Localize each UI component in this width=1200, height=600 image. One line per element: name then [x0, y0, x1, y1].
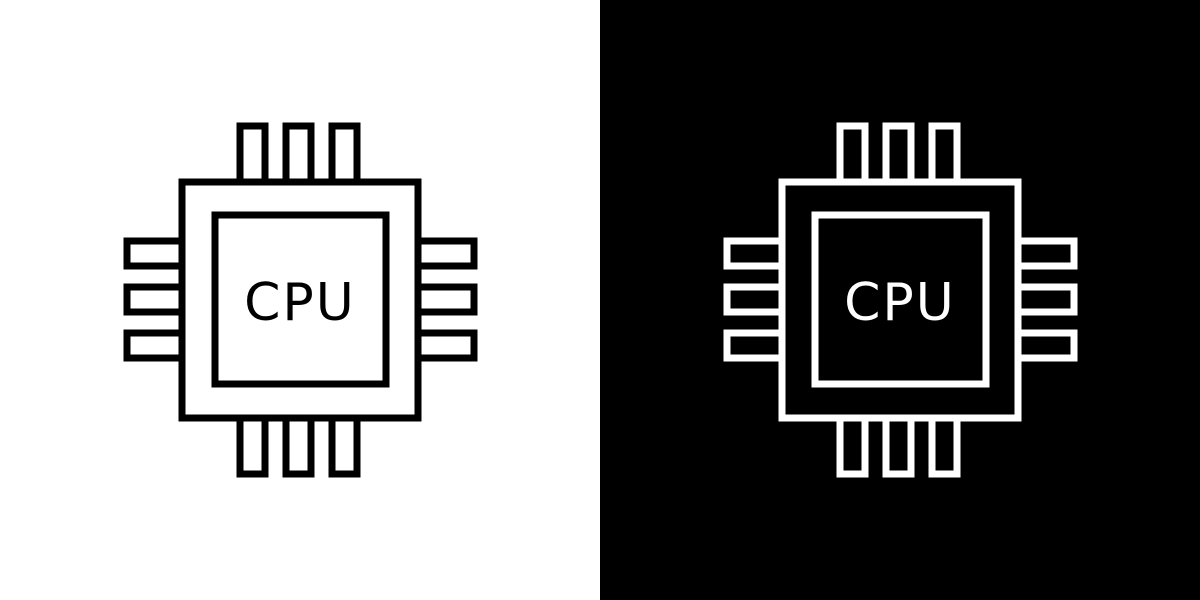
right-pin	[414, 283, 478, 316]
right-pin	[414, 329, 478, 362]
bottom-pin	[236, 414, 269, 478]
top-pin	[882, 122, 915, 186]
cpu-label: CPU	[844, 273, 956, 333]
bottom-pin	[328, 414, 361, 478]
top-pin	[928, 122, 961, 186]
chip-body	[778, 178, 1022, 422]
chip-body	[178, 178, 422, 422]
cpu-label: CPU	[244, 273, 356, 333]
top-pin	[328, 122, 361, 186]
right-pin	[1014, 237, 1078, 270]
top-pin	[282, 122, 315, 186]
bottom-pin	[836, 414, 869, 478]
bottom-pin	[882, 414, 915, 478]
left-pin	[723, 329, 787, 362]
light-panel: CPU	[123, 122, 478, 478]
top-pin	[836, 122, 869, 186]
right-pin	[1014, 283, 1078, 316]
chip-die	[811, 211, 990, 388]
top-pin	[236, 122, 269, 186]
bottom-pin	[282, 414, 315, 478]
left-pin	[723, 237, 787, 270]
cpu-chip-icon: CPU	[123, 122, 478, 478]
left-pin	[123, 283, 187, 316]
cpu-chip-icon: CPU	[723, 122, 1078, 478]
dark-panel: CPU	[600, 0, 1200, 600]
right-pin	[414, 237, 478, 270]
right-pin	[1014, 329, 1078, 362]
left-pin	[123, 237, 187, 270]
left-pin	[723, 283, 787, 316]
chip-die	[211, 211, 390, 388]
bottom-pin	[928, 414, 961, 478]
left-pin	[123, 329, 187, 362]
